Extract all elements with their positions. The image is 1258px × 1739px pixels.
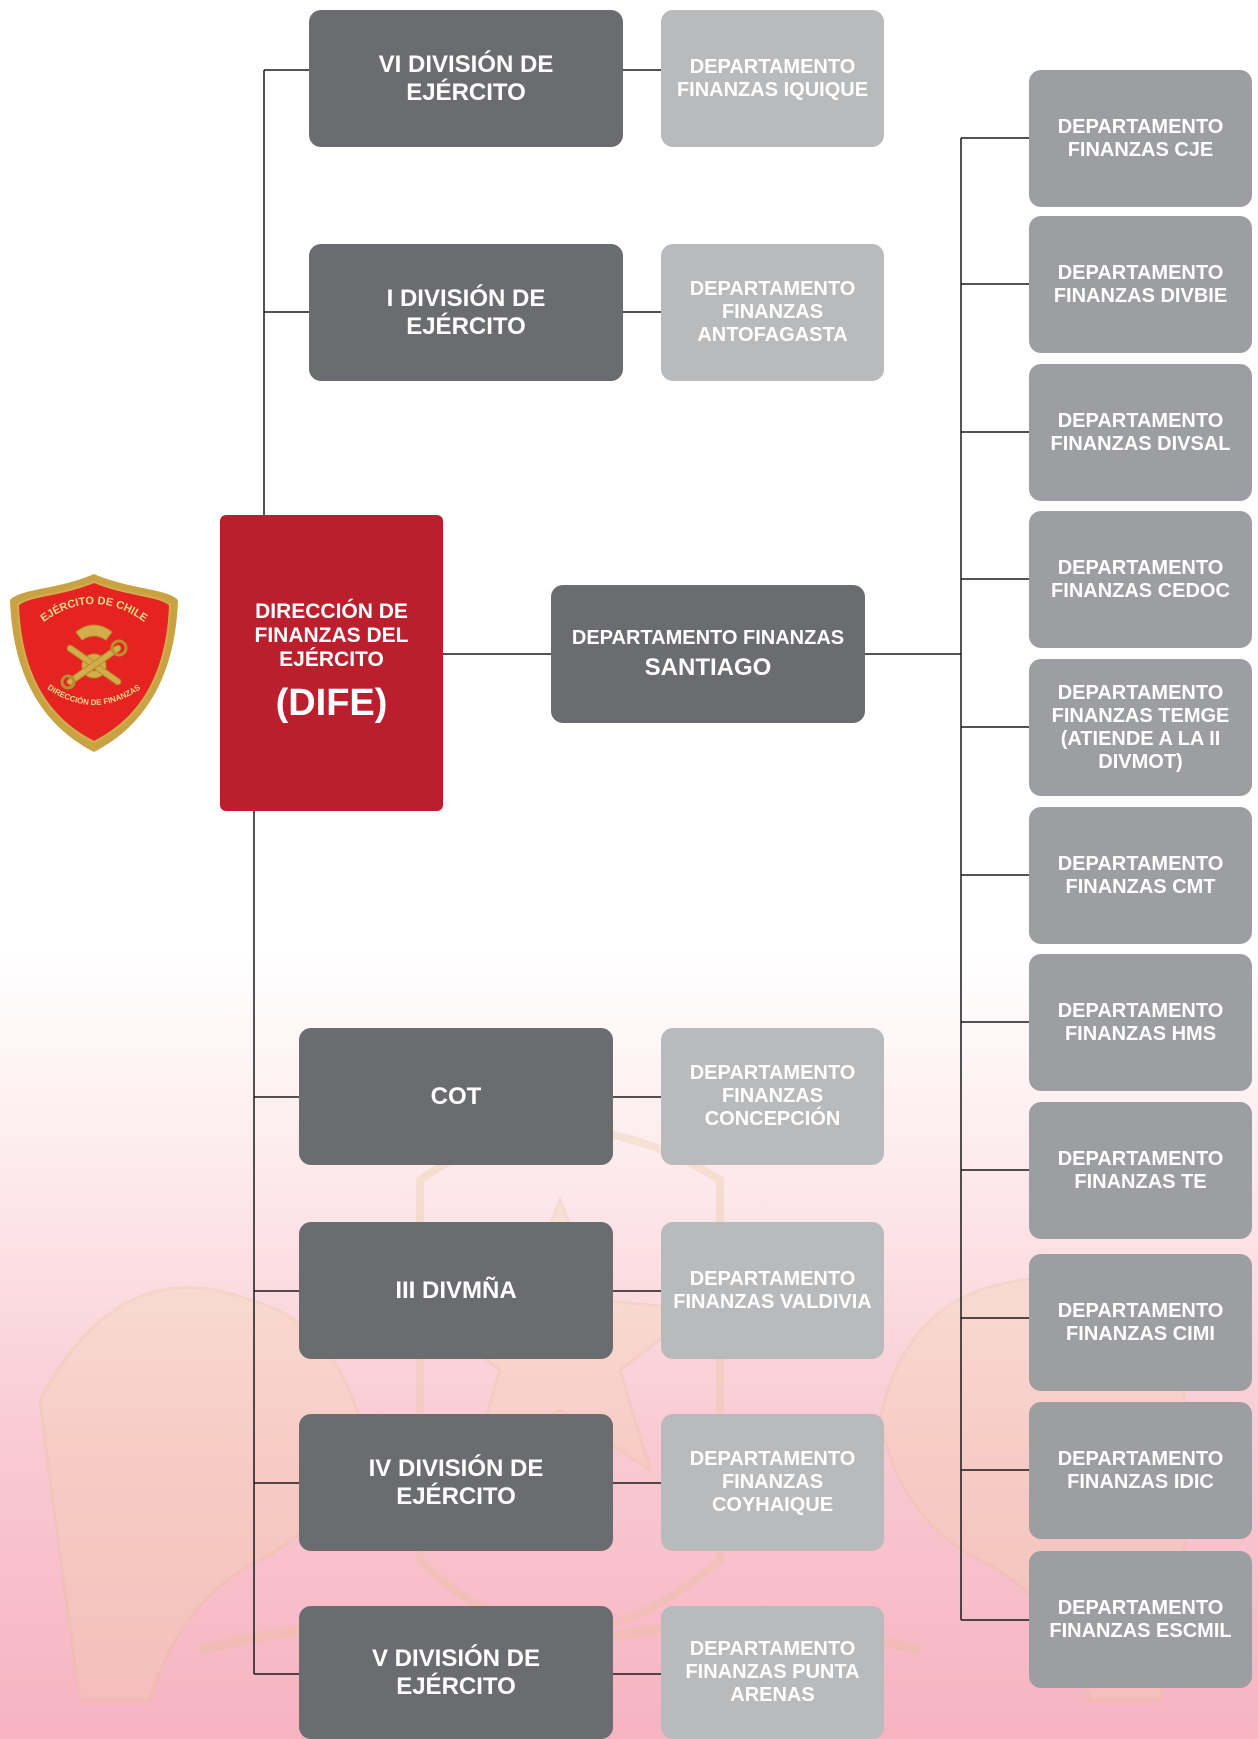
division-box: IV DIVISIÓN DE EJÉRCITO bbox=[299, 1414, 613, 1551]
santiago-sub-department-box: DEPARTAMENTO FINANZAS ESCMIL bbox=[1029, 1551, 1252, 1688]
santiago-sub-department-box: DEPARTAMENTO FINANZAS CEDOC bbox=[1029, 511, 1252, 648]
division-department-box: DEPARTAMENTO FINANZAS PUNTA ARENAS bbox=[661, 1606, 884, 1739]
division-department-box: DEPARTAMENTO FINANZAS COYHAIQUE bbox=[661, 1414, 884, 1551]
division-department-box: DEPARTAMENTO FINANZAS IQUIQUE bbox=[661, 10, 884, 147]
santiago-line2: SANTIAGO bbox=[644, 653, 772, 681]
main-title: DIRECCIÓN DE FINANZAS DEL EJÉRCITO bbox=[254, 599, 409, 672]
division-department-box: DEPARTAMENTO FINANZAS CONCEPCIÓN bbox=[661, 1028, 884, 1165]
santiago-sub-department-box: DEPARTAMENTO FINANZAS CIMI bbox=[1029, 1254, 1252, 1391]
division-box: V DIVISIÓN DE EJÉRCITO bbox=[299, 1606, 613, 1739]
santiago-sub-department-box: DEPARTAMENTO FINANZAS CJE bbox=[1029, 70, 1252, 207]
shield-emblem-icon: EJÉRCITO DE CHILE DIRECCIÓN DE FINANZAS bbox=[6, 570, 182, 761]
santiago-sub-department-box: DEPARTAMENTO FINANZAS HMS bbox=[1029, 954, 1252, 1091]
santiago-sub-department-box: DEPARTAMENTO FINANZAS TEMGE (ATIENDE A L… bbox=[1029, 659, 1252, 796]
main-direction-box: DIRECCIÓN DE FINANZAS DEL EJÉRCITO (DIFE… bbox=[220, 515, 443, 811]
division-department-box: DEPARTAMENTO FINANZAS ANTOFAGASTA bbox=[661, 244, 884, 381]
santiago-sub-department-box: DEPARTAMENTO FINANZAS CMT bbox=[1029, 807, 1252, 944]
santiago-sub-department-box: DEPARTAMENTO FINANZAS DIVBIE bbox=[1029, 216, 1252, 353]
santiago-sub-department-box: DEPARTAMENTO FINANZAS DIVSAL bbox=[1029, 364, 1252, 501]
division-box: COT bbox=[299, 1028, 613, 1165]
division-box: I DIVISIÓN DE EJÉRCITO bbox=[309, 244, 623, 381]
santiago-sub-department-box: DEPARTAMENTO FINANZAS TE bbox=[1029, 1102, 1252, 1239]
division-box: VI DIVISIÓN DE EJÉRCITO bbox=[309, 10, 623, 147]
santiago-sub-department-box: DEPARTAMENTO FINANZAS IDIC bbox=[1029, 1402, 1252, 1539]
division-department-box: DEPARTAMENTO FINANZAS VALDIVIA bbox=[661, 1222, 884, 1359]
main-abbr: (DIFE) bbox=[275, 682, 388, 725]
division-box: III DIVMÑA bbox=[299, 1222, 613, 1359]
santiago-department-box: DEPARTAMENTO FINANZAS SANTIAGO bbox=[551, 585, 865, 723]
santiago-line1: DEPARTAMENTO FINANZAS bbox=[571, 626, 845, 649]
